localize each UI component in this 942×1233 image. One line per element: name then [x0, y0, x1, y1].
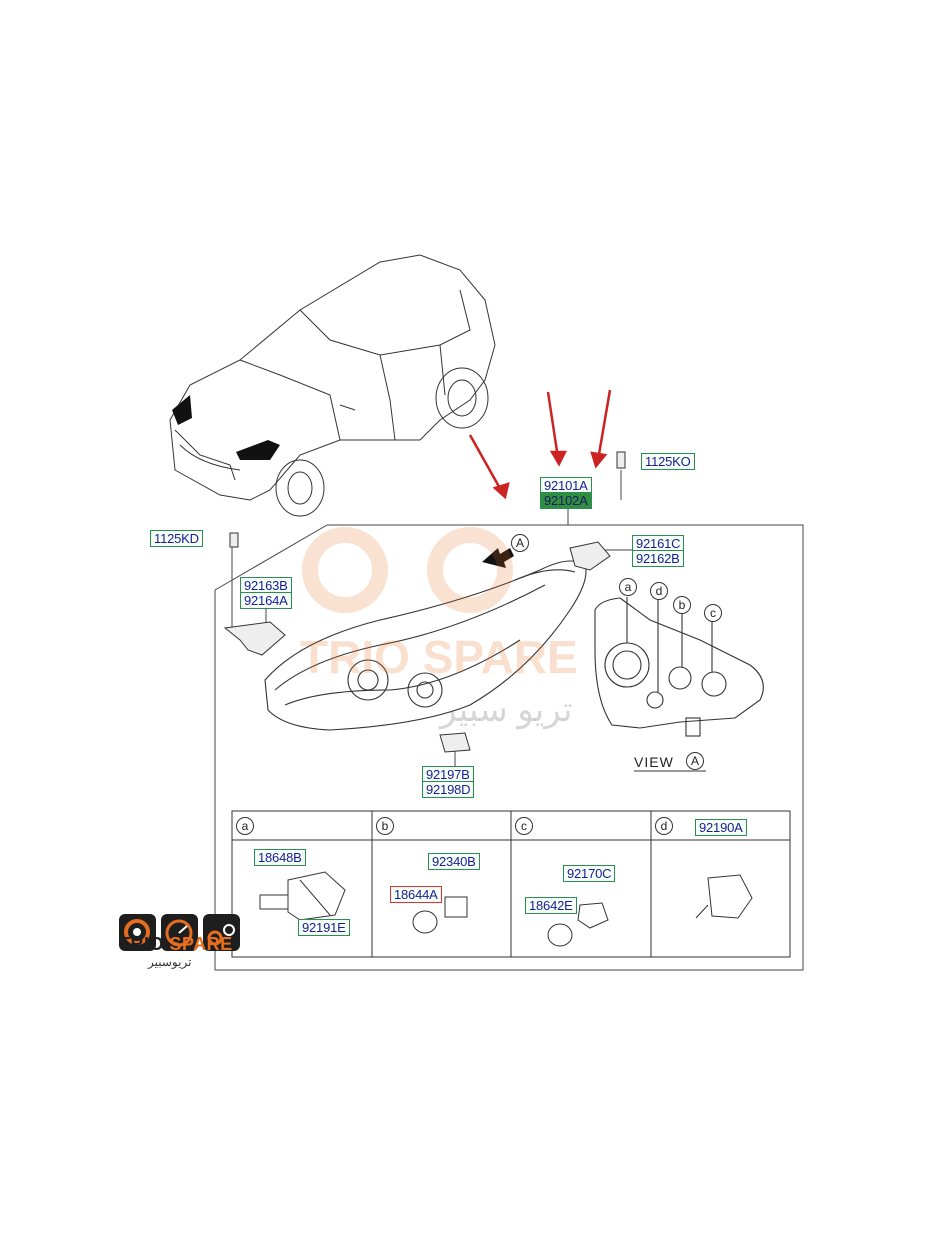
detail-table: [231, 810, 791, 958]
view-direction-arrow: [482, 548, 514, 568]
part-label-92163B[interactable]: 92163B: [240, 577, 292, 594]
red-arrows: [468, 389, 612, 500]
headlight-marker-right: [236, 440, 280, 460]
part-label-92102A[interactable]: 92102A: [540, 492, 592, 509]
part-label-1125KO[interactable]: 1125KO: [641, 453, 695, 470]
callout-view-A: A: [686, 752, 704, 770]
part-label-92198D[interactable]: 92198D: [422, 781, 475, 798]
headlight-marker-left: [172, 395, 192, 425]
part-label-1125KD[interactable]: 1125KD: [150, 530, 203, 547]
callout-a: a: [619, 578, 637, 596]
callout-d: d: [650, 582, 668, 600]
brand-arabic: تريوسبير: [148, 955, 192, 969]
bulb-c: [547, 902, 609, 947]
brand-name: TRIO SPARE: [119, 934, 233, 955]
part-label-92190A[interactable]: 92190A: [695, 819, 747, 836]
callout-c: c: [704, 604, 722, 622]
part-label-92197B[interactable]: 92197B: [422, 766, 474, 783]
part-label-18642E[interactable]: 18642E: [525, 897, 577, 914]
trio-spare-logo-icon: [119, 914, 240, 951]
part-label-18648B[interactable]: 18648B: [254, 849, 306, 866]
part-label-92164A[interactable]: 92164A: [240, 592, 292, 609]
bulb-b: [412, 896, 468, 934]
callout-b: b: [673, 596, 691, 614]
part-label-92170C[interactable]: 92170C: [563, 865, 616, 882]
brand-name-part2: SPARE: [164, 934, 233, 954]
callout-box-d: d: [655, 817, 673, 835]
lamp-rear-view: [594, 597, 764, 737]
part-label-92101A[interactable]: 92101A: [540, 477, 592, 494]
assembly-frame: [214, 470, 804, 971]
callout-A: A: [511, 534, 529, 552]
callout-box-b: b: [376, 817, 394, 835]
watermark-icons: [302, 527, 513, 613]
watermark-text: TRIO SPARE: [300, 631, 578, 683]
callout-box-a: a: [236, 817, 254, 835]
brand-name-part1: TRIO: [119, 934, 164, 954]
bracket-parts: [223, 451, 626, 753]
callout-box-c: c: [515, 817, 533, 835]
bulb-a: [259, 871, 346, 921]
part-label-92340B[interactable]: 92340B: [428, 853, 480, 870]
view-label: VIEW: [634, 754, 674, 770]
watermark-arabic: تريو سبير: [440, 691, 573, 729]
part-label-92162B[interactable]: 92162B: [632, 550, 684, 567]
vehicle-illustration: [169, 254, 496, 517]
actuator-d: [695, 874, 753, 919]
part-label-18644A[interactable]: 18644A: [390, 886, 442, 903]
headlamp-assembly: [264, 560, 587, 731]
part-label-92191E[interactable]: 92191E: [298, 919, 350, 936]
